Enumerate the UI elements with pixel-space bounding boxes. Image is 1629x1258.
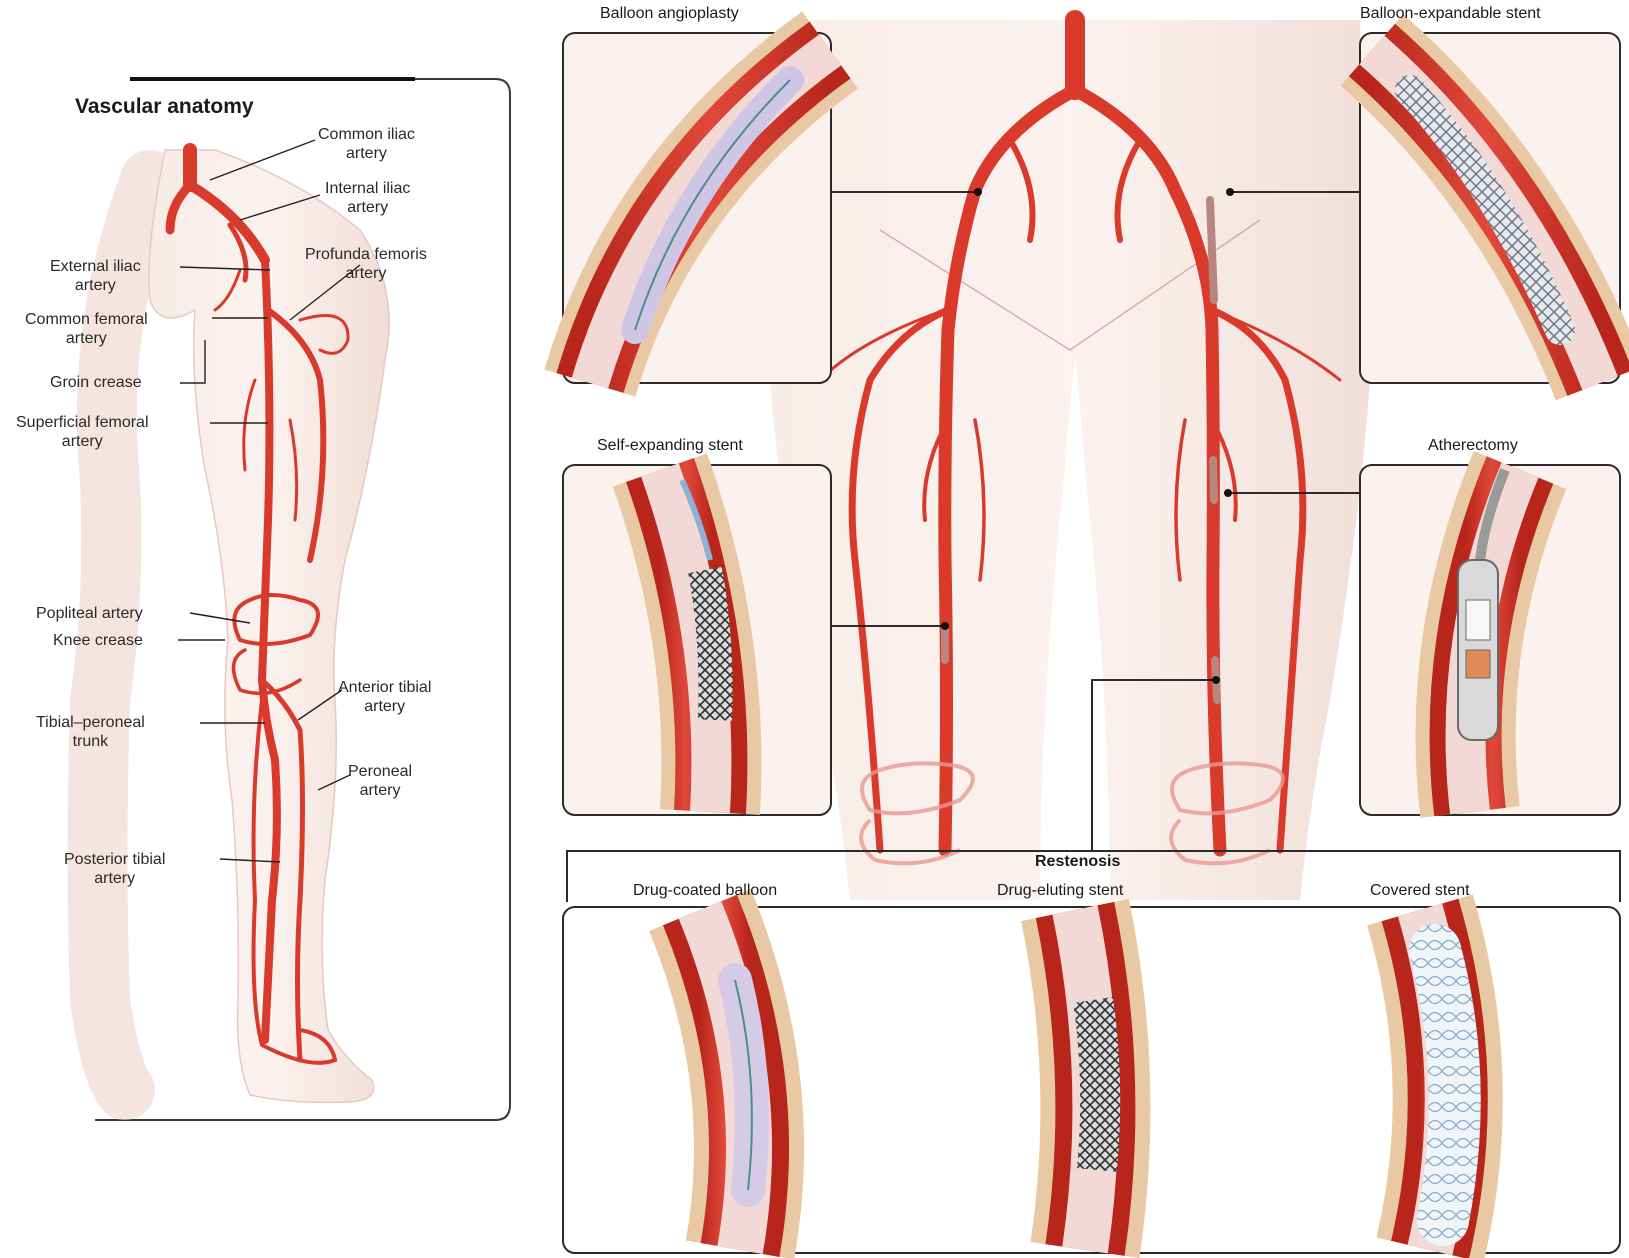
header-balloon-angioplasty: Balloon angioplasty [600,5,739,23]
header-drug-coated-balloon: Drug-coated balloon [633,882,777,900]
vascular-anatomy-panel: Vascular anatomy [75,79,510,1120]
header-covered-stent: Covered stent [1370,882,1470,900]
balloon-expandable-stent-panel [1360,33,1620,383]
header-restenosis: Restenosis [1035,853,1120,871]
lower-body-silhouette [770,20,1370,900]
self-expanding-stent-panel [563,465,831,815]
label-popliteal-artery: Popliteal artery [36,604,143,623]
header-atherectomy: Atherectomy [1428,437,1518,455]
anatomy-title: Vascular anatomy [75,95,254,118]
atherectomy-panel [1360,465,1620,815]
label-knee-crease: Knee crease [53,631,143,650]
header-drug-eluting-stent: Drug-eluting stent [997,882,1123,900]
balloon-angioplasty-panel [563,33,831,383]
header-balloon-expandable-stent: Balloon-expandable stent [1360,5,1541,23]
label-groin-crease: Groin crease [50,373,142,392]
procedures-panel [563,20,1620,1253]
header-self-expanding-stent: Self-expanding stent [597,437,743,455]
restenosis-panel [563,907,1620,1253]
